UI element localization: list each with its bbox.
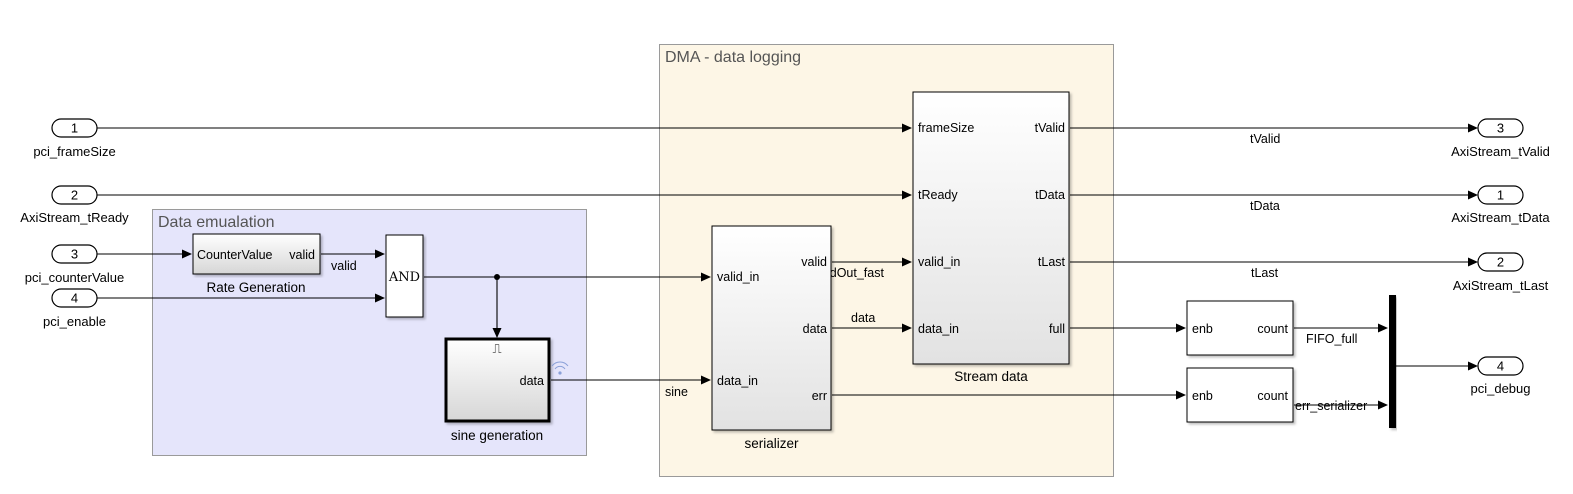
inport-4[interactable]: 4 pci_enable — [43, 288, 106, 329]
outport-2[interactable]: 2 AxiStream_tLast — [1453, 252, 1549, 293]
outport-4[interactable]: 4 pci_debug — [1471, 356, 1531, 396]
inport-4-number: 4 — [71, 291, 78, 306]
err-counter-enb-label: enb — [1192, 389, 1213, 403]
serializer-out-valid-label: valid — [801, 255, 827, 269]
signal-label-tdata: tData — [1250, 199, 1280, 213]
signal-label-sine: sine — [665, 385, 688, 399]
err-counter-block[interactable]: enb count — [1186, 367, 1294, 423]
outport-4-name: pci_debug — [1471, 381, 1531, 396]
sine-generation-name: sine generation — [451, 428, 543, 443]
area-dma-title: DMA - data logging — [665, 49, 801, 66]
inport-1[interactable]: 1 pci_frameSize — [33, 118, 116, 159]
fifo-full-counter-block[interactable]: enb count — [1186, 300, 1294, 356]
outport-3-number: 3 — [1497, 121, 1504, 136]
stream-data-in-valid-label: valid_in — [918, 255, 960, 269]
sine-generation-block[interactable]: ⎍ data sine generation — [444, 337, 569, 443]
signal-label-valid: valid — [331, 259, 357, 273]
stream-data-out-tvalid-label: tValid — [1035, 121, 1065, 135]
rate-generation-block[interactable]: CounterValue valid Rate Generation — [192, 233, 321, 295]
serializer-in-data-label: data_in — [717, 374, 758, 388]
stream-data-in-data-label: data_in — [918, 322, 959, 336]
sine-generation-output-label: data — [520, 374, 544, 388]
outport-1-number: 1 — [1497, 188, 1504, 203]
signal-label-tvalid: tValid — [1250, 132, 1280, 146]
stream-data-in-framesize-label: frameSize — [918, 121, 974, 135]
stream-data-out-tdata-label: tData — [1035, 188, 1065, 202]
mux-block[interactable] — [1389, 295, 1396, 428]
inport-1-name: pci_frameSize — [33, 144, 115, 159]
rate-generation-output-label: valid — [289, 248, 315, 262]
inport-3-number: 3 — [71, 247, 78, 262]
inport-2-name: AxiStream_tReady — [20, 210, 129, 225]
signal-label-err-serializer: err_serializer — [1295, 399, 1367, 413]
branch-point — [494, 274, 500, 280]
inport-2[interactable]: 2 AxiStream_tReady — [20, 185, 129, 225]
outport-1-name: AxiStream_tData — [1451, 210, 1550, 225]
serializer-out-err-label: err — [812, 389, 827, 403]
signal-stream-icon — [551, 361, 569, 375]
fifo-counter-count-label: count — [1257, 322, 1288, 336]
inport-3-name: pci_counterValue — [25, 270, 125, 285]
outport-3[interactable]: 3 AxiStream_tValid — [1451, 118, 1550, 159]
signal-labels: valid sine validOut_fast data tValid tDa… — [331, 132, 1367, 413]
signal-label-tlast: tLast — [1251, 266, 1279, 280]
inport-3[interactable]: 3 pci_counterValue — [25, 244, 125, 285]
inport-1-number: 1 — [71, 121, 78, 136]
serializer-in-valid-label: valid_in — [717, 270, 759, 284]
err-counter-count-label: count — [1257, 389, 1288, 403]
signal-label-data: data — [851, 311, 875, 325]
outport-2-name: AxiStream_tLast — [1453, 278, 1549, 293]
trigger-icon: ⎍ — [492, 341, 501, 356]
signal-label-fifo-full: FIFO_full — [1306, 332, 1357, 346]
wires — [97, 123, 1478, 410]
rate-generation-name: Rate Generation — [206, 280, 305, 295]
stream-data-name: Stream data — [954, 369, 1028, 384]
inport-4-name: pci_enable — [43, 314, 106, 329]
inport-2-number: 2 — [71, 188, 78, 203]
rate-generation-input-label: CounterValue — [197, 248, 273, 262]
outport-4-number: 4 — [1497, 359, 1504, 374]
serializer-block[interactable]: valid_in data_in valid data err serializ… — [711, 225, 832, 451]
outport-3-name: AxiStream_tValid — [1451, 144, 1550, 159]
outport-2-number: 2 — [1497, 255, 1504, 270]
and-gate-label: AND — [388, 270, 420, 285]
outport-1[interactable]: 1 AxiStream_tData — [1451, 185, 1550, 225]
serializer-name: serializer — [744, 436, 799, 451]
stream-data-in-tready-label: tReady — [918, 188, 958, 202]
serializer-out-data-label: data — [803, 322, 827, 336]
area-emulation-title: Data emualation — [158, 214, 275, 231]
fifo-counter-enb-label: enb — [1192, 322, 1213, 336]
and-gate-block[interactable]: AND — [385, 234, 424, 318]
stream-data-out-tlast-label: tLast — [1038, 255, 1066, 269]
stream-data-out-full-label: full — [1049, 322, 1065, 336]
stream-data-block[interactable]: frameSize tReady valid_in data_in tValid… — [912, 91, 1070, 384]
